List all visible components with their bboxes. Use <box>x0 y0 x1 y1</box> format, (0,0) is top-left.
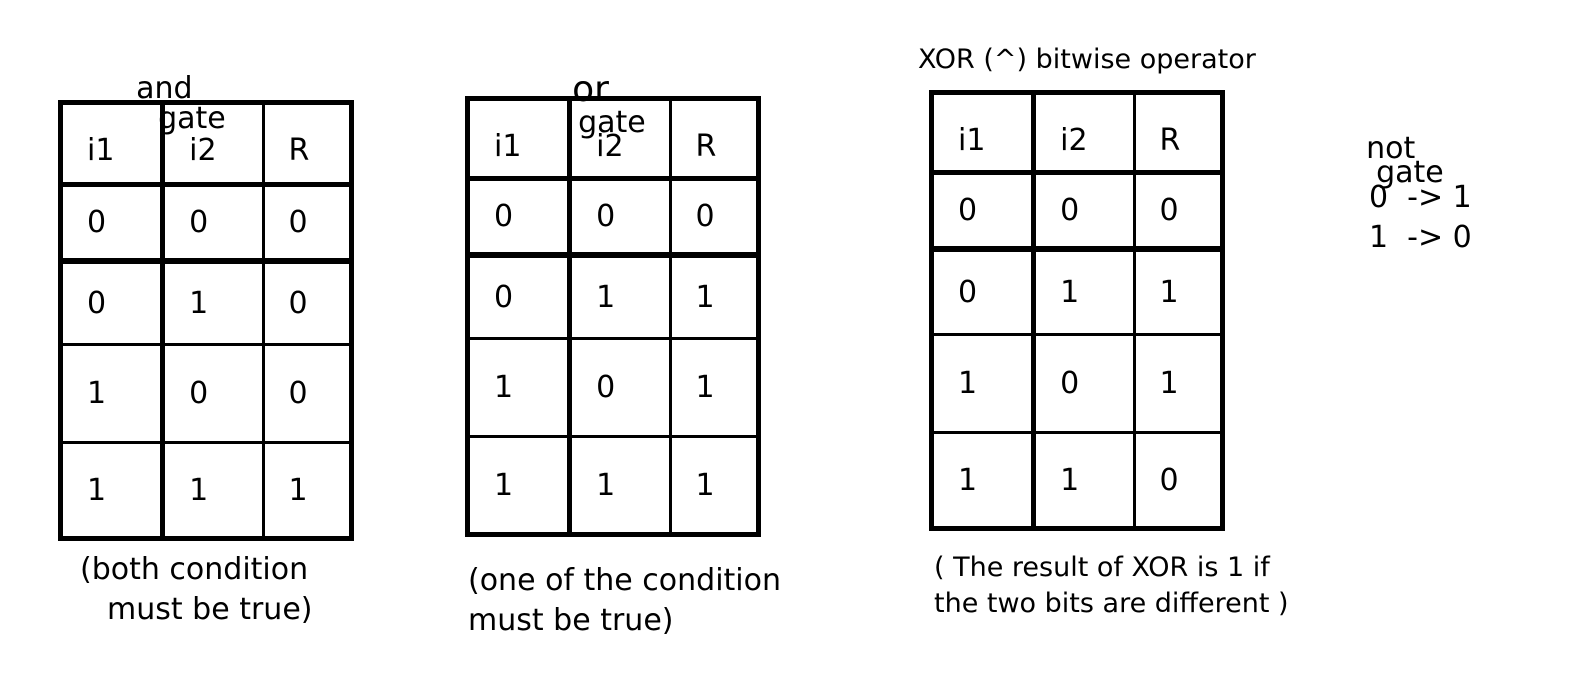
table-cell: 0 <box>161 183 265 264</box>
and-gate-note-line1: (both condition <box>80 552 309 587</box>
table-cell: 0 <box>58 183 166 264</box>
and-gate-title-word: and <box>136 71 193 106</box>
header-cell-r: R <box>261 101 353 187</box>
header-cell-r: R <box>1132 91 1224 175</box>
table-cell: 1 <box>1032 431 1136 530</box>
table-cell: 1 <box>58 441 166 540</box>
header-cell-i1: i1 <box>929 91 1037 175</box>
table-row: 0 0 0 <box>465 177 760 258</box>
table-cell: 0 <box>1132 431 1224 530</box>
xor-note-line1: ( The result of XOR is 1 if <box>934 552 1270 583</box>
not-gate-title-word: not <box>1366 131 1416 166</box>
or-gate-note-line1: (one of the condition <box>468 563 781 598</box>
table-cell: 1 <box>668 435 760 536</box>
not-gate-title: not gate <box>1347 104 1444 194</box>
table-row: 0 1 0 <box>58 259 353 346</box>
table-row: 1 0 1 <box>465 337 760 438</box>
header-cell-i1: i1 <box>58 101 166 187</box>
table-row: 0 0 0 <box>58 183 353 264</box>
table-cell: 0 <box>465 177 573 258</box>
xor-note: ( The result of XOR is 1 if the two bits … <box>934 550 1289 622</box>
table-cell: 0 <box>929 247 1037 336</box>
not-gate-title-gate: gate <box>1376 155 1444 190</box>
table-cell: 1 <box>58 343 166 444</box>
not-gate-mapping-0: 0 -> 1 <box>1369 180 1472 215</box>
table-cell: 0 <box>668 177 760 258</box>
table-row: 1 1 1 <box>465 435 760 536</box>
table-cell: 0 <box>1032 171 1136 252</box>
table-cell: 1 <box>261 441 353 540</box>
table-cell: 0 <box>58 259 166 346</box>
table-cell: 1 <box>465 337 573 438</box>
xor-title: XOR (^) bitwise operator <box>918 44 1256 75</box>
table-row: 0 1 1 <box>465 253 760 340</box>
table-cell: 0 <box>261 183 353 264</box>
table-cell: 0 <box>1132 171 1224 252</box>
xor-truth-table: i1 i2 R 0 0 0 0 1 1 1 0 1 1 1 0 <box>929 90 1225 531</box>
and-gate-truth-table: i1 i2 R 0 0 0 0 1 0 1 0 0 1 1 1 <box>58 100 354 541</box>
table-cell: 1 <box>161 441 265 540</box>
table-cell: 0 <box>568 177 672 258</box>
table-cell: 0 <box>929 171 1037 252</box>
or-gate-truth-table: i1 i2 R 0 0 0 0 1 1 1 0 1 1 1 1 <box>465 96 761 537</box>
table-cell: 1 <box>568 253 672 340</box>
header-cell-i2: i2 <box>161 101 265 187</box>
table-cell: 1 <box>1032 247 1136 336</box>
not-gate-mapping-1: 1 -> 0 <box>1369 220 1472 255</box>
table-cell: 0 <box>568 337 672 438</box>
and-gate-note-line2: must be true) <box>107 592 313 627</box>
table-cell: 0 <box>1032 333 1136 434</box>
table-cell: 1 <box>929 431 1037 530</box>
table-cell: 0 <box>465 253 573 340</box>
table-row: 1 0 1 <box>929 333 1224 434</box>
xor-note-line2: the two bits are different ) <box>934 588 1289 619</box>
table-header-row: i1 i2 R <box>929 91 1224 175</box>
header-cell-i1: i1 <box>465 97 573 181</box>
table-cell: 0 <box>161 343 265 444</box>
and-gate-note: (both condition must be true) <box>80 550 312 630</box>
header-cell-i2: i2 <box>568 97 672 181</box>
table-row: 1 1 1 <box>58 441 353 540</box>
header-cell-i2: i2 <box>1032 91 1136 175</box>
table-cell: 1 <box>161 259 265 346</box>
table-cell: 1 <box>465 435 573 536</box>
or-gate-note-line2: must be true) <box>468 603 674 638</box>
table-header-row: i1 i2 R <box>58 101 353 187</box>
table-cell: 1 <box>668 337 760 438</box>
table-row: 0 0 0 <box>929 171 1224 252</box>
table-cell: 1 <box>668 253 760 340</box>
table-cell: 1 <box>568 435 672 536</box>
table-cell: 0 <box>261 259 353 346</box>
table-cell: 0 <box>261 343 353 444</box>
table-cell: 1 <box>929 333 1037 434</box>
table-row: 1 1 0 <box>929 431 1224 530</box>
header-cell-r: R <box>668 97 760 181</box>
or-gate-note: (one of the condition must be true) <box>468 561 781 641</box>
table-row: 0 1 1 <box>929 247 1224 336</box>
table-header-row: i1 i2 R <box>465 97 760 181</box>
table-row: 1 0 0 <box>58 343 353 444</box>
table-cell: 1 <box>1132 247 1224 336</box>
table-cell: 1 <box>1132 333 1224 434</box>
